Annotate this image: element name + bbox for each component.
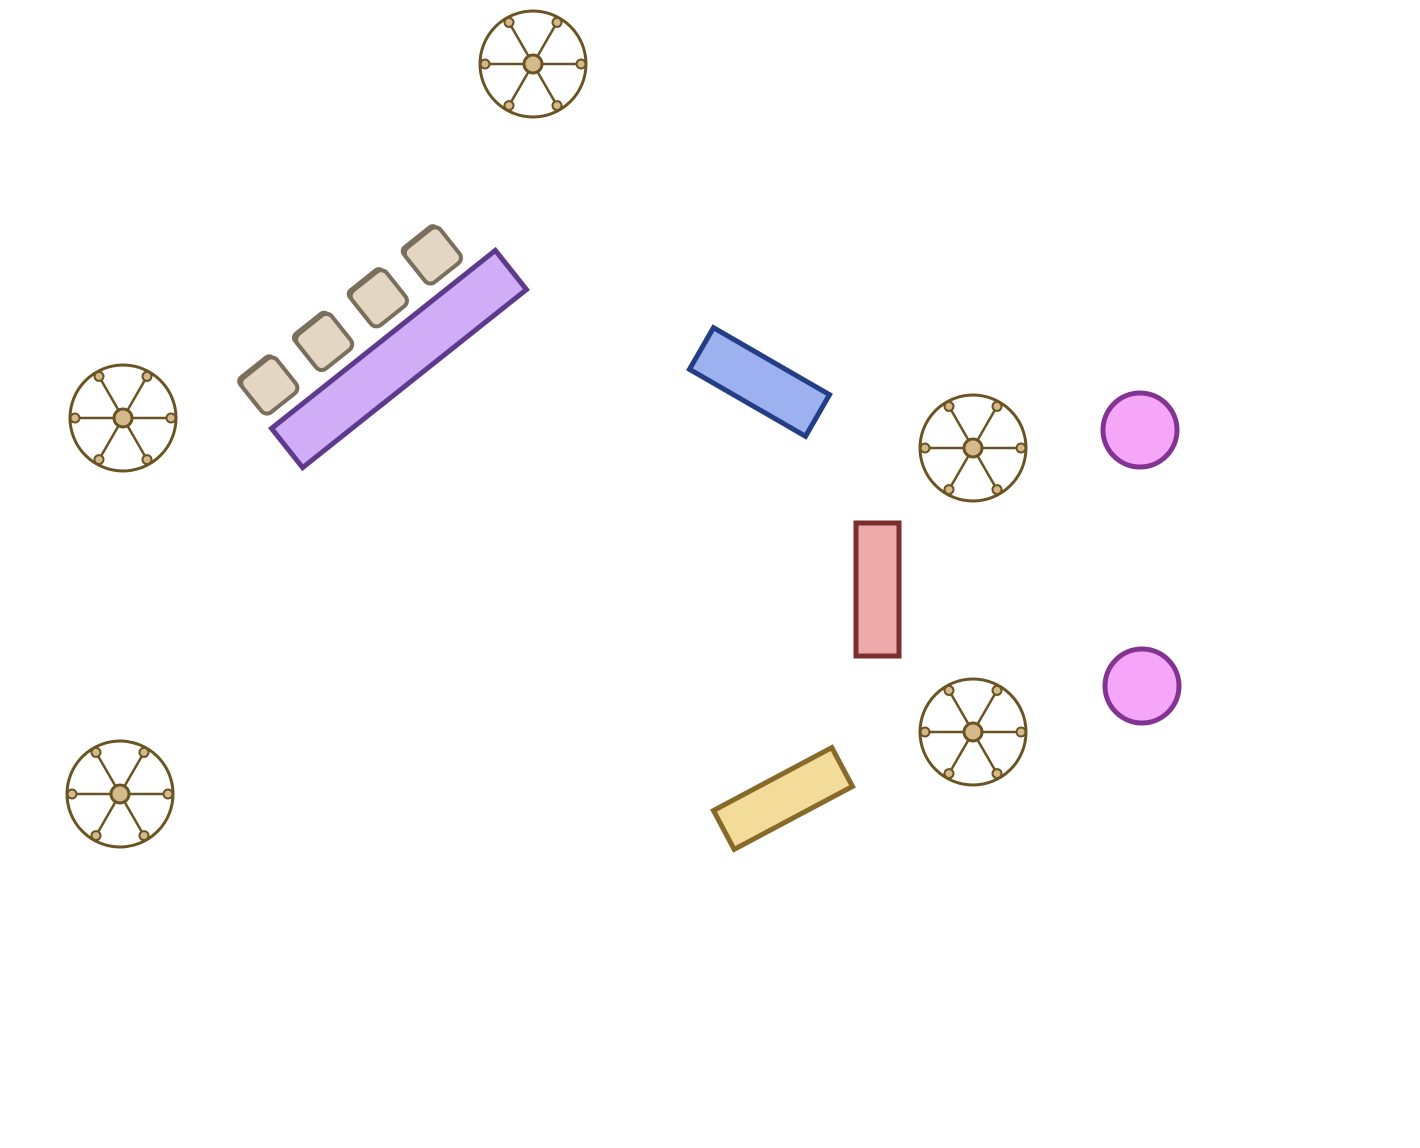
seat-icon[interactable]	[344, 264, 410, 330]
red-bar[interactable]	[853, 520, 902, 659]
pink-circle[interactable]	[1100, 390, 1180, 470]
blue-bar[interactable]	[686, 324, 833, 440]
yellow-bar[interactable]	[710, 744, 856, 853]
purple-bench-group	[234, 221, 530, 472]
wheel-icon[interactable]	[68, 363, 178, 473]
seat-icon[interactable]	[289, 308, 355, 374]
wheel-icon[interactable]	[918, 393, 1028, 503]
wheel-icon[interactable]	[918, 677, 1028, 787]
wheel-icon[interactable]	[478, 9, 588, 119]
purple-bar[interactable]	[268, 246, 530, 472]
seat-icon[interactable]	[234, 351, 300, 417]
wheel-icon[interactable]	[65, 739, 175, 849]
pink-circle[interactable]	[1102, 646, 1182, 726]
wheel-fixtures	[65, 9, 1028, 849]
seat-icon[interactable]	[398, 221, 464, 287]
